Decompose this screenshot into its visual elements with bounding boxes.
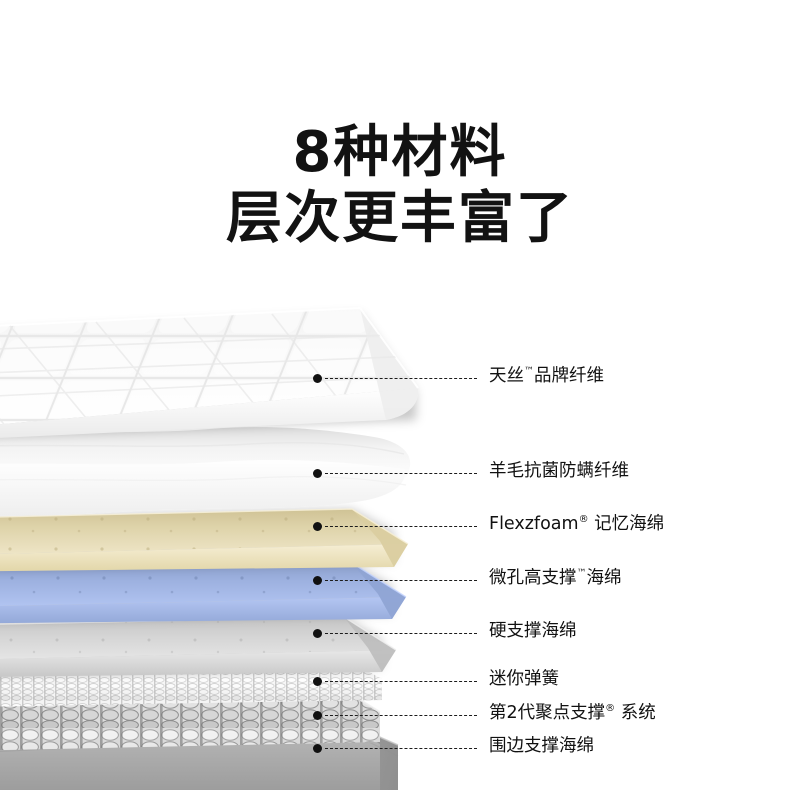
layer-wool-fiber xyxy=(0,427,411,516)
callout-label-gen2-point-support-system: 第2代聚点支撑® 系统 xyxy=(489,703,656,724)
callout-dot-icon xyxy=(313,710,322,720)
callout-label-flexzfoam-memory-foam: Flexzfoam® 记忆海绵 xyxy=(489,514,665,535)
callout-leader-line xyxy=(325,579,477,581)
callout-label-micro-hole-high-support-foam: 微孔高支撑™海绵 xyxy=(489,568,622,589)
title-line-2: 层次更丰富了 xyxy=(226,186,574,251)
trademark-mark: ™ xyxy=(576,568,587,580)
callout-leader-line xyxy=(325,714,477,716)
callout-dot-icon xyxy=(313,628,322,638)
callout-dot-icon xyxy=(313,521,322,531)
callout-dot-icon xyxy=(313,743,322,753)
callout-label-edge-support-foam: 围边支撑海绵 xyxy=(489,736,594,757)
layer-firm-support-foam-body xyxy=(0,616,397,677)
callout-label-tencel-fiber: 天丝™品牌纤维 xyxy=(489,366,604,387)
callout-leader-line xyxy=(325,525,477,527)
callout-dot-icon xyxy=(313,575,322,585)
callout-leader-line xyxy=(325,680,477,682)
callout-leader-line xyxy=(325,747,477,749)
trademark-mark: ® xyxy=(605,703,616,715)
title-line-1: 8种材料 xyxy=(292,120,508,185)
layer-pocket-spring-system xyxy=(0,688,381,751)
callout-dot-icon xyxy=(313,468,322,478)
callout-label-wool-antibacterial-fiber: 羊毛抗菌防螨纤维 xyxy=(489,461,629,482)
trademark-mark: ™ xyxy=(524,366,534,378)
trademark-mark: ® xyxy=(578,514,589,526)
callout-leader-line xyxy=(325,472,477,474)
callout-label-mini-springs: 迷你弹簧 xyxy=(489,669,559,690)
callout-dot-icon xyxy=(313,373,322,383)
callout-dot-icon xyxy=(313,676,322,686)
callout-leader-line xyxy=(325,377,477,379)
layer-memory-foam-body xyxy=(0,508,409,572)
page-title: 8种材料 层次更丰富了 xyxy=(0,120,800,252)
callout-leader-line xyxy=(325,632,477,634)
layer-tencel-quilted-top-body xyxy=(0,306,419,438)
callout-label-firm-support-foam: 硬支撑海绵 xyxy=(489,621,577,642)
layer-micro-support-foam-body xyxy=(0,562,407,624)
